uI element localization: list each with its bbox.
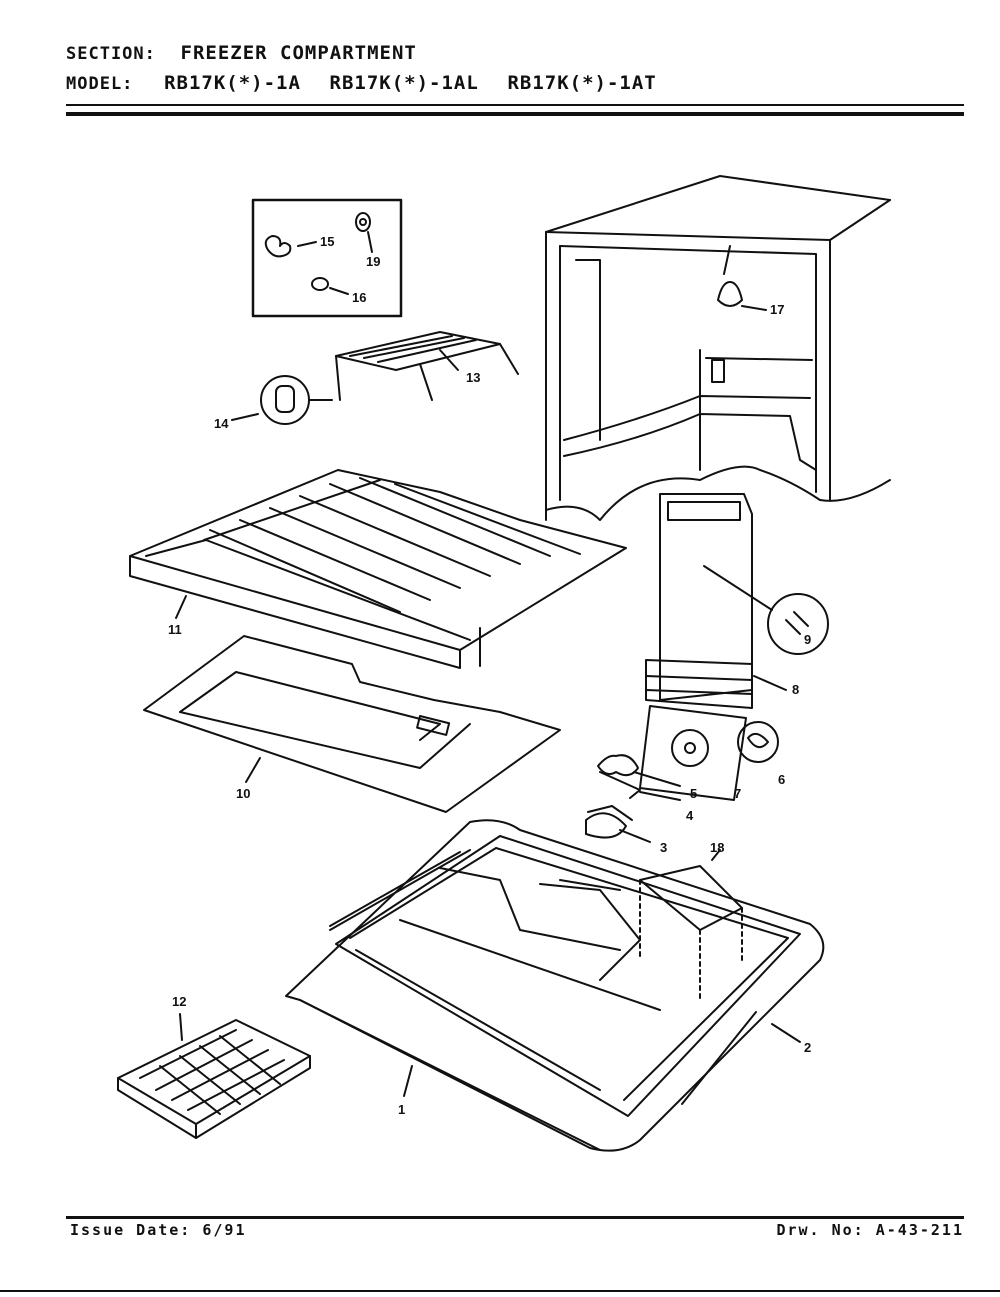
callout-4: 4 — [686, 808, 694, 823]
header-rule-thin — [66, 104, 964, 106]
callout-15: 15 — [320, 234, 334, 249]
callout-17: 17 — [770, 302, 784, 317]
shelf-rack — [231, 331, 519, 425]
drawing-number: Drw. No: A-43-211 — [776, 1221, 964, 1239]
cover-plate — [143, 635, 561, 813]
callout-18: 18 — [710, 840, 724, 855]
issue-date: Issue Date: 6/91 — [70, 1221, 247, 1239]
callout-1: 1 — [398, 1102, 405, 1117]
trim-strips — [329, 851, 801, 1105]
section-label: SECTION: — [66, 44, 156, 64]
model-row: MODEL: RB17K(*)-1A RB17K(*)-1AL RB17K(*)… — [66, 72, 657, 94]
header-rule-thick — [66, 112, 964, 116]
footer-rule — [66, 1216, 964, 1219]
ice-tray — [117, 1013, 311, 1139]
callout-16: 16 — [352, 290, 366, 305]
callout-14: 14 — [214, 416, 229, 431]
section-row: SECTION: FREEZER COMPARTMENT — [66, 42, 417, 64]
freezer-liner-pan — [285, 819, 825, 1152]
callout-8: 8 — [792, 682, 799, 697]
callout-5: 5 — [690, 786, 697, 801]
callout-labels: 1 2 3 4 5 6 7 8 9 10 11 12 13 14 15 16 1… — [168, 234, 811, 1117]
hardware-inset — [251, 198, 403, 318]
callout-9: 9 — [804, 632, 811, 647]
callout-19: 19 — [366, 254, 380, 269]
callout-13: 13 — [466, 370, 480, 385]
callout-6: 6 — [778, 772, 785, 787]
callout-12: 12 — [172, 994, 186, 1009]
freezer-shelf — [129, 469, 627, 669]
bottom-rule — [0, 1290, 1000, 1292]
callout-10: 10 — [236, 786, 250, 801]
fan-assembly — [585, 705, 779, 843]
model-1: RB17K(*)-1A — [164, 72, 301, 94]
callout-7: 7 — [734, 786, 741, 801]
callout-3: 3 — [660, 840, 667, 855]
callout-11: 11 — [168, 622, 182, 637]
callout-2: 2 — [804, 1040, 811, 1055]
air-duct — [645, 493, 829, 709]
freezer-cabinet — [545, 175, 891, 521]
section-title: FREEZER COMPARTMENT — [180, 42, 417, 64]
model-label: MODEL: — [66, 74, 134, 94]
model-3: RB17K(*)-1AT — [507, 72, 657, 94]
model-2: RB17K(*)-1AL — [329, 72, 479, 94]
